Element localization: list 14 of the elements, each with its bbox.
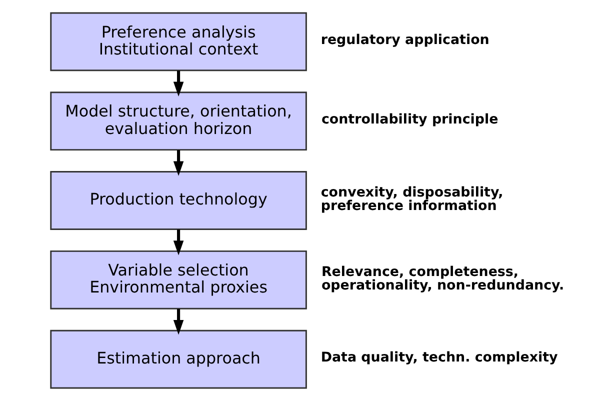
node-box: Preference analysis Institutional context — [50, 12, 307, 72]
arrow — [173, 70, 184, 96]
node-box: Estimation approach — [50, 330, 307, 389]
node-label: Data quality, techn. complexity — [320, 350, 558, 366]
node-box: Variable selection Environmental proxies — [50, 250, 307, 310]
node-label: regulatory application — [320, 32, 490, 48]
node-label: convexity, disposability, preference information — [320, 186, 504, 214]
node-box: Production technology — [50, 171, 307, 230]
node-box: Model structure, orientation, evaluation horizon — [50, 92, 307, 151]
arrow — [173, 230, 184, 256]
node-label: controllability principle — [321, 112, 498, 128]
arrow — [173, 150, 184, 176]
node-label: Relevance, completeness, operationality, non-redundancy. — [321, 264, 564, 294]
arrow — [173, 308, 184, 335]
